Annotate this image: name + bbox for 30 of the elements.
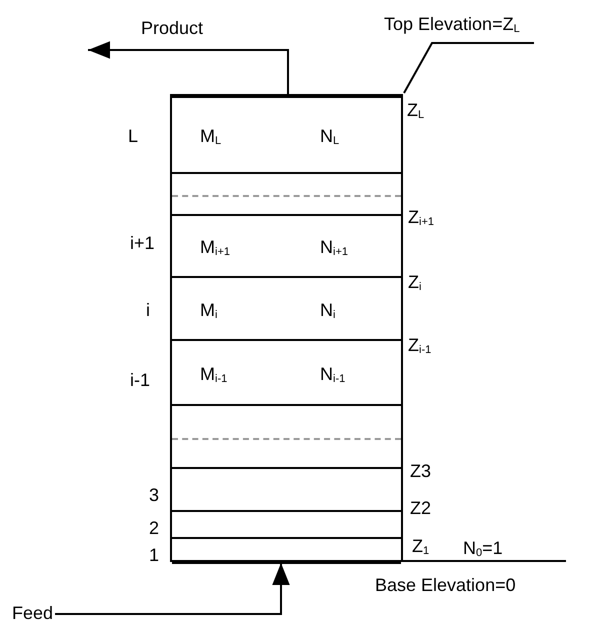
stage-number: i-1: [130, 368, 150, 390]
axis-label: Z$_{i+1}$: [408, 206, 434, 230]
stage-number: 3: [149, 484, 160, 506]
stage-number: i+1: [130, 232, 155, 254]
axis-label: Z2: [410, 497, 432, 519]
variable-label: N$_{i}$: [320, 298, 336, 322]
leader-line: [403, 42, 534, 94]
arrow: [88, 41, 289, 94]
elevation-label: Top Elevation=Z$_{L}$: [384, 13, 520, 40]
stream-label: Feed: [12, 602, 54, 623]
variable-label: M$_{i+1}$: [200, 236, 230, 260]
edge-label: Product: [141, 17, 204, 39]
elevation-label: Base Elevation=0: [375, 574, 516, 596]
axis-label: Z$_{i}$: [408, 271, 422, 295]
variable-label: N$_{i+1}$: [320, 236, 348, 260]
stage-number: L: [128, 125, 138, 147]
variable-label: M$_{L}$: [200, 125, 222, 149]
axis-label: Z$_{1}$: [412, 535, 430, 559]
variable-label: N$_{L}$: [320, 125, 340, 149]
stage-number: i: [146, 298, 150, 320]
axis-label: N$_{0}$=1: [463, 537, 503, 561]
arrow: [55, 563, 290, 615]
variable-label: M$_{i}$: [200, 298, 218, 322]
axis-label: Z$_{L}$: [407, 99, 424, 123]
axis-label: Z3: [410, 460, 432, 482]
axis-label: Z$_{i-1}$: [408, 334, 432, 358]
variable-label: N$_{i-1}$: [320, 362, 346, 386]
stage-number: 1: [149, 544, 160, 566]
variable-label: M$_{i-1}$: [200, 362, 228, 386]
stage-number: 2: [149, 516, 160, 538]
